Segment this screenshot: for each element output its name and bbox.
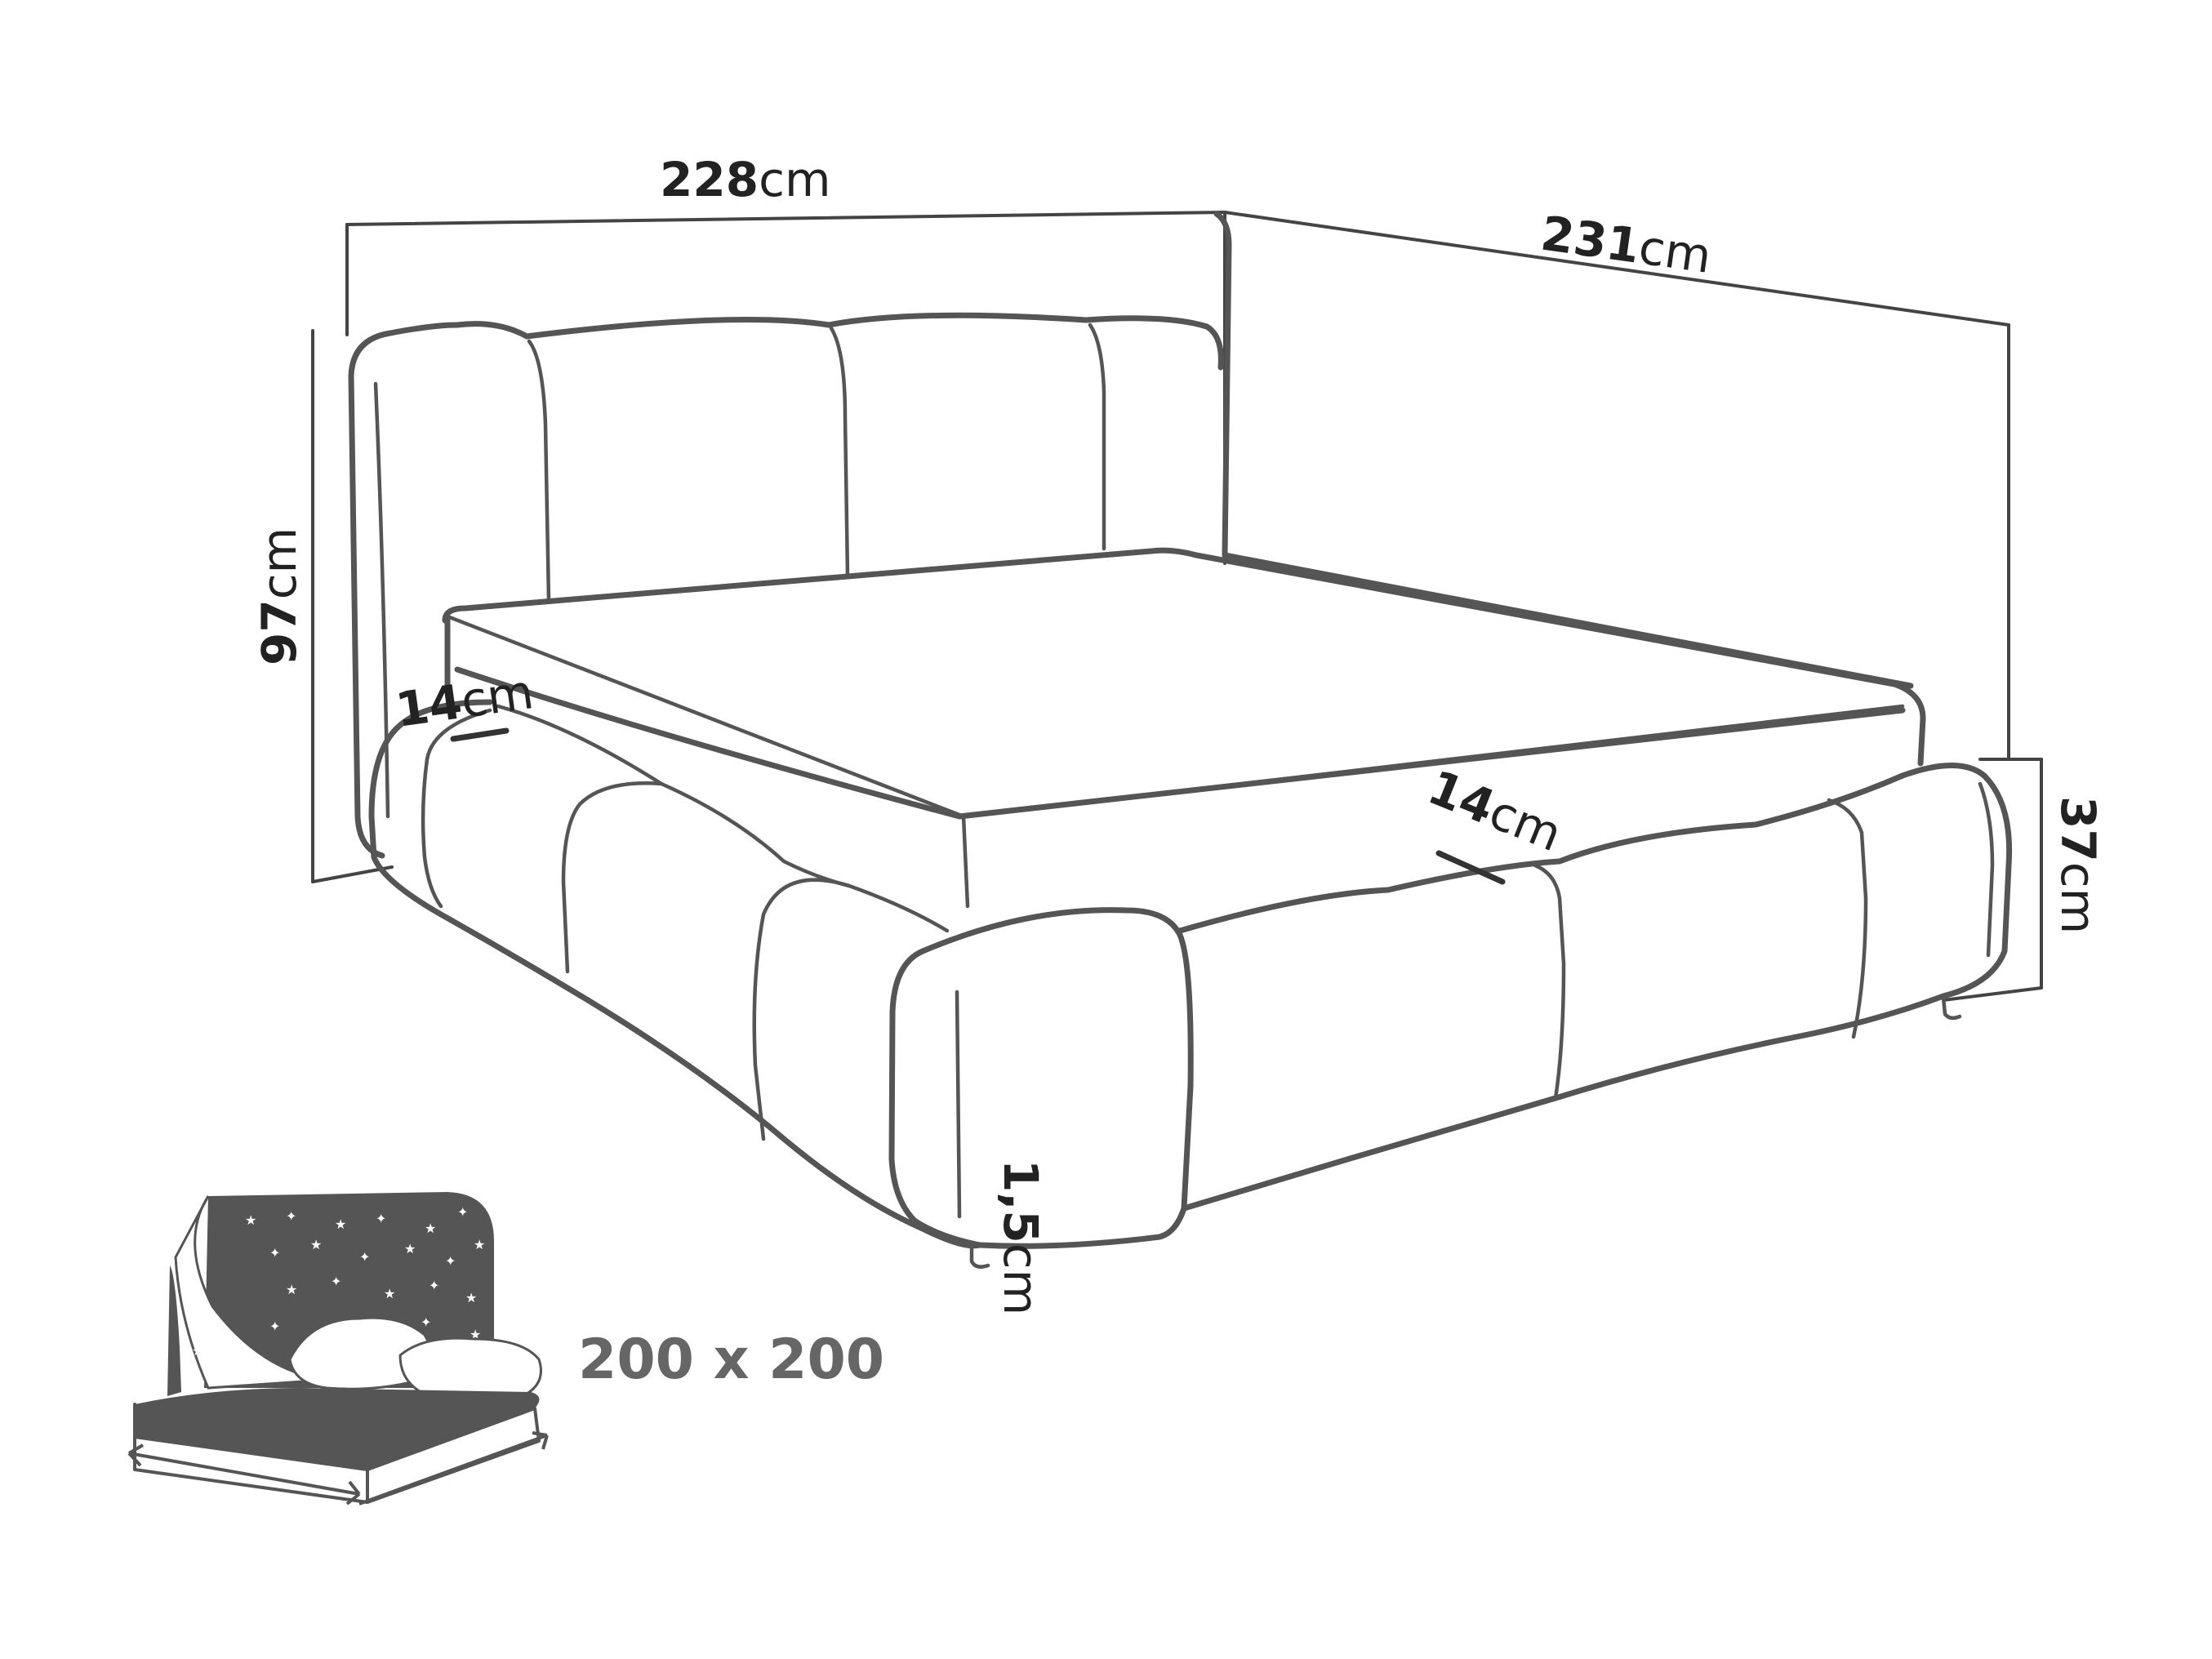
- svg-text:★: ★: [286, 1282, 297, 1297]
- icon-mattress-front: [366, 1407, 541, 1504]
- dimension-lines: [311, 211, 2043, 1002]
- headboard-seam-2: [527, 339, 551, 603]
- svg-text:✦: ✦: [429, 1278, 439, 1293]
- svg-text:✦: ✦: [421, 1314, 431, 1330]
- length-label: 231cm: [1538, 206, 1715, 284]
- icon-stars: ★✦ ★✦ ★✦ ✦★ ✦★ ✦★ ★✦ ★✦ ★✦ ★✦ ✦★ ✦★: [188, 1204, 485, 1359]
- length-dimension-line: [1223, 211, 2010, 327]
- side-rail-thickness-marker: [1435, 850, 1506, 885]
- leg-height-label: 1,5cm: [993, 1159, 1048, 1315]
- height-label: 97cm: [251, 527, 307, 665]
- svg-text:✦: ✦: [286, 1208, 296, 1224]
- svg-text:★: ★: [335, 1216, 346, 1232]
- mattress-size-icon: ★✦ ★✦ ★✦ ✦★ ✦★ ✦★ ★✦ ★✦ ★✦ ★✦ ✦★ ✦★: [127, 1192, 549, 1506]
- headboard-outline: [348, 312, 1224, 859]
- frame-right-cushion-2: [1827, 798, 1868, 1039]
- svg-text:✦: ✦: [220, 1327, 231, 1342]
- svg-text:★: ★: [404, 1241, 416, 1256]
- icon-sheet-curl: [174, 1195, 327, 1390]
- headboard-seam-4: [1088, 322, 1106, 551]
- frame-height-bottom-extension: [1942, 986, 2043, 1002]
- svg-text:★: ★: [384, 1286, 395, 1301]
- frame-right-side: [1177, 763, 2013, 1212]
- svg-text:✦: ✦: [445, 1253, 456, 1269]
- bed-outline-drawing: [348, 211, 2013, 1269]
- frame-left-cushion-1: [421, 708, 492, 909]
- frame-right-cushion-3: [1978, 781, 1995, 958]
- front-leg: [969, 1243, 990, 1269]
- svg-text:★: ★: [465, 1290, 477, 1305]
- side-rail-thickness-label: 14cm: [1421, 759, 1569, 862]
- frame-left-cushion-2: [561, 781, 664, 974]
- right-leg: [1941, 995, 1962, 1021]
- mattress-top: [442, 547, 1926, 767]
- svg-text:★: ★: [425, 1221, 436, 1236]
- svg-text:✦: ✦: [269, 1319, 280, 1334]
- svg-text:✦: ✦: [269, 1245, 280, 1261]
- width-dimension-line: [345, 211, 1226, 226]
- headboard-seam-1: [373, 381, 390, 819]
- mattress-corner-line: [961, 704, 1905, 819]
- svg-text:★: ★: [245, 1212, 256, 1228]
- headboard-seam-3: [829, 326, 850, 578]
- frame-height-label: 37cm: [2050, 796, 2106, 934]
- frame-left-top-edge: [496, 704, 950, 933]
- frame-front-cushion: [888, 907, 1194, 1249]
- svg-text:★: ★: [474, 1237, 485, 1252]
- icon-width-arrow: [127, 1443, 361, 1506]
- svg-text:★: ★: [192, 1343, 203, 1359]
- mattress-size-label: 200 x 200: [578, 1328, 884, 1392]
- svg-text:✦: ✦: [188, 1302, 198, 1318]
- icon-side-panel: [167, 1265, 181, 1396]
- headboard-thickness-label: 14cm: [392, 664, 536, 738]
- svg-text:★: ★: [310, 1237, 322, 1252]
- frame-right-cushion-1: [1533, 863, 1566, 1101]
- width-label: 228cm: [660, 152, 830, 207]
- svg-text:✦: ✦: [331, 1274, 341, 1289]
- icon-length-arrow: [358, 1431, 549, 1506]
- icon-mattress-top: [135, 1388, 540, 1470]
- mattress-top-face-edge: [445, 614, 970, 909]
- frame-front-cushion-inner: [955, 990, 962, 1219]
- headboard-back-edge: [1213, 211, 1914, 689]
- mattress-front-edge: [444, 617, 1906, 820]
- frame-left-cushion-3: [752, 878, 852, 1141]
- frame-left-side: [368, 699, 983, 1249]
- svg-text:✦: ✦: [457, 1204, 468, 1220]
- svg-text:✦: ✦: [376, 1211, 386, 1226]
- headboard-thickness-marker: [450, 727, 510, 742]
- svg-text:✦: ✦: [359, 1249, 370, 1265]
